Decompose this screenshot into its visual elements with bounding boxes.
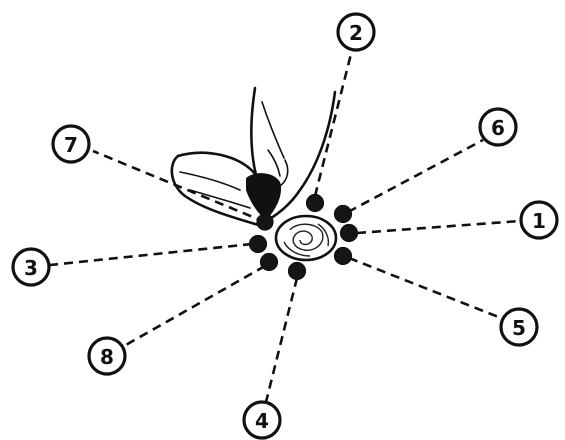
- callout-label-4: 4: [255, 409, 269, 433]
- callout-label-8: 8: [100, 345, 114, 369]
- pressure-point-8: [261, 254, 278, 271]
- pressure-point-7: [257, 214, 273, 230]
- pressure-point-2: [307, 195, 324, 212]
- callout-label-5: 5: [512, 316, 526, 340]
- callout-3: 3: [13, 249, 49, 285]
- callouts: 1 2 3 4 5 6 7 8: [13, 14, 557, 438]
- leader-line-8: [124, 266, 265, 346]
- leader-line-6: [348, 140, 483, 212]
- leader-line-3: [50, 244, 252, 265]
- callout-label-1: 1: [532, 209, 546, 233]
- callout-label-2: 2: [349, 21, 363, 45]
- callout-label-3: 3: [24, 256, 38, 280]
- pressure-point-5: [335, 248, 352, 265]
- callout-7: 7: [53, 126, 89, 162]
- leader-line-5: [349, 258, 501, 318]
- callout-5: 5: [501, 309, 537, 345]
- pressure-point-3: [250, 236, 267, 253]
- pressure-point-6: [335, 206, 352, 223]
- callout-8: 8: [89, 338, 125, 374]
- callout-label-6: 6: [491, 116, 505, 140]
- leader-line-1: [357, 221, 520, 233]
- center-spiral: [276, 216, 336, 260]
- leader-line-2: [315, 50, 352, 196]
- callout-6: 6: [480, 109, 516, 145]
- pressure-point-4: [289, 263, 306, 280]
- callout-1: 1: [521, 202, 557, 238]
- callout-4: 4: [244, 402, 280, 438]
- leader-line-4: [266, 278, 297, 402]
- pressure-point-1: [341, 225, 358, 242]
- callout-2: 2: [338, 14, 374, 50]
- callout-label-7: 7: [64, 133, 78, 157]
